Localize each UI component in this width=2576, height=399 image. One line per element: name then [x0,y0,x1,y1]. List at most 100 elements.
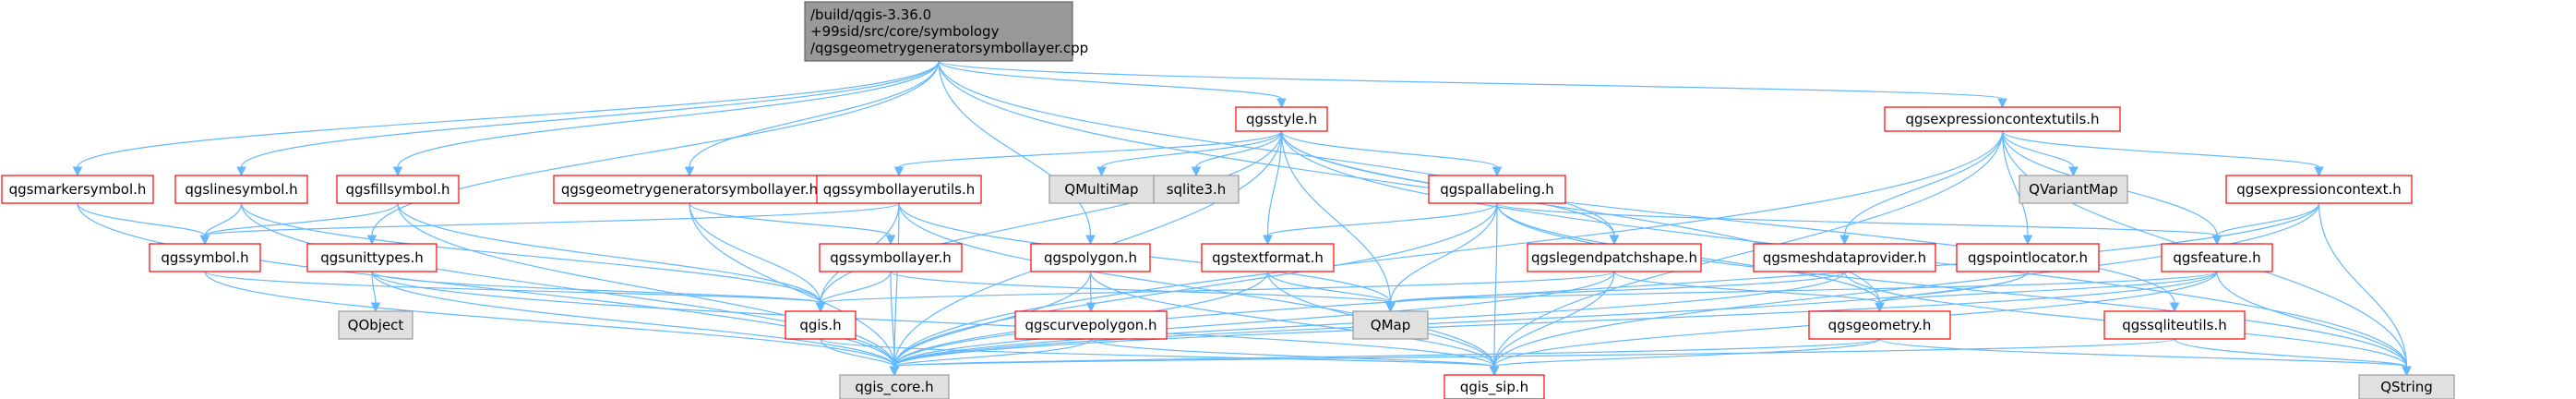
node-box [1808,310,1951,340]
node-box [1527,243,1702,272]
node-sqlite3: sqlite3.h [1153,175,1240,204]
node-box [1753,243,1936,272]
node-label: qgsgeometrygeneratorsymbollayer.h [561,181,818,198]
node-box [1030,243,1151,272]
node-symbollayer[interactable]: qgssymbollayer.h [819,243,963,272]
node-qobject: QObject [338,310,413,340]
edge-root-to-exprctxutils [938,60,2007,109]
edge-feature-to-geometry [1875,271,2218,313]
node-box [1235,106,1328,132]
edge-sqliteutils-to-qstring [2174,338,2412,377]
edge-root-to-markersymbol [72,60,940,177]
node-label: qgslegendpatchshape.h [1531,249,1697,266]
edge-style-to-sqliteutils [1280,130,2180,313]
edge-exprctxutils-to-pointlocator [2001,130,2033,246]
edge-style-to-sqlite3 [1191,130,1283,177]
node-exprctxutils[interactable]: qgsexpressioncontextutils.h [1884,106,2121,132]
node-label: qgsexpressioncontext.h [2236,181,2402,198]
edge-pallabeling-to-textformat [1263,202,1498,246]
node-box [2103,310,2246,340]
node-box [2161,243,2273,272]
node-box [2019,175,2128,204]
node-root: /build/qgis-3.36.0+99sid/src/core/symbol… [804,1,1088,62]
node-meshdp[interactable]: qgsmeshdataprovider.h [1753,243,1936,272]
node-label: QObject [348,317,404,333]
edge-style-to-qmultimap [1096,130,1283,177]
node-curvepolygon[interactable]: qgscurvepolygon.h [1014,310,1168,340]
edge-root-to-unittypes [366,60,940,246]
edge-symlayerutils-to-symbol [199,202,900,246]
node-markersymbol[interactable]: qgsmarkersymbol.h [1,175,154,204]
edge-exprcontext-to-feature [2211,202,2320,246]
node-box [1014,310,1168,340]
node-label: qgis_core.h [855,379,933,396]
edge-legendpatch-to-qgis [815,271,1615,313]
node-box [785,310,857,340]
node-unittypes[interactable]: qgsunittypes.h [306,243,437,272]
edge-polygon-to-curvepolygon [1085,271,1096,313]
node-linesymbol[interactable]: qgslinesymbol.h [174,175,308,204]
node-box [839,374,950,399]
node-qmultimap: QMultiMap [1048,175,1155,204]
node-sqliteutils[interactable]: qgssqliteutils.h [2103,310,2246,340]
node-label: qgssymbollayer.h [830,249,952,266]
edge-exprctxutils-to-qvariantmap [2001,130,2079,177]
node-geomgensymlayer[interactable]: qgsgeometrygeneratorsymbollayer.h [553,175,826,204]
node-exprcontext[interactable]: qgsexpressioncontext.h [2225,175,2413,204]
edge-style-to-qmap [1280,130,1396,313]
node-label: /build/qgis-3.36.0 [810,6,931,23]
node-geometry[interactable]: qgsgeometry.h [1808,310,1951,340]
edge-root-to-geomgensymlayer [684,60,940,177]
node-box [336,175,460,204]
edge-symbollayer-to-qgis [815,271,892,313]
node-label: qgslinesymbol.h [185,181,297,198]
nodes: /build/qgis-3.36.0+99sid/src/core/symbol… [1,1,2455,399]
edge-root-to-linesymbol [236,60,940,177]
node-label: qgis.h [799,317,841,333]
node-box [149,243,261,272]
node-pallabeling[interactable]: qgspallabeling.h [1428,175,1566,204]
node-fillsymbol[interactable]: qgsfillsymbol.h [336,175,460,204]
node-label: qgssqliteutils.h [2122,317,2226,333]
node-box [338,310,413,340]
node-label: qgssymbol.h [161,249,248,266]
edge-style-to-symlayerutils [893,130,1283,177]
edge-geomgensymlayer-to-symbollayer [689,202,896,246]
node-style[interactable]: qgsstyle.h [1235,106,1328,132]
node-label: QVariantMap [2029,181,2118,198]
node-box [819,243,963,272]
edge-symlayerutils-to-qgis_core [889,202,900,377]
node-box [1444,374,1545,399]
node-box [2358,374,2455,399]
node-box [1884,106,2121,132]
node-label: qgscurvepolygon.h [1024,317,1156,333]
edge-root-to-polygon [938,60,1096,246]
node-feature[interactable]: qgsfeature.h [2161,243,2273,272]
node-label: qgstextformat.h [1212,249,1324,266]
node-label: qgsunittypes.h [320,249,424,266]
node-box [306,243,437,272]
node-polygon[interactable]: qgspolygon.h [1030,243,1151,272]
edge-pallabeling-to-feature [1496,202,2223,246]
node-label: sqlite3.h [1167,181,1227,198]
node-qgis_sip[interactable]: qgis_sip.h [1444,374,1545,399]
node-label: +99sid/src/core/symbology [810,23,1000,40]
node-box [1201,243,1335,272]
edge-root-to-fillsymbol [392,60,940,177]
edge-fillsymbol-to-symbol [199,202,399,246]
node-label: qgsexpressioncontextutils.h [1905,111,2099,127]
node-box [1428,175,1566,204]
node-symlayerutils[interactable]: qgssymbollayerutils.h [816,175,982,204]
node-label: qgis_sip.h [1460,379,1528,396]
edge-style-to-pallabeling [1280,130,1503,177]
node-label: qgsgeometry.h [1828,317,1932,333]
edge-root-to-legendpatch [938,60,1620,246]
node-textformat[interactable]: qgstextformat.h [1201,243,1335,272]
node-legendpatch[interactable]: qgslegendpatchshape.h [1527,243,1702,272]
node-symbol[interactable]: qgssymbol.h [149,243,261,272]
node-box [804,1,1073,62]
edge-pallabeling-to-qgis_sip [1489,202,1500,377]
node-pointlocator[interactable]: qgspointlocator.h [1956,243,2100,272]
node-qmap: QMap [1352,310,1429,340]
node-qgis[interactable]: qgis.h [785,310,857,340]
